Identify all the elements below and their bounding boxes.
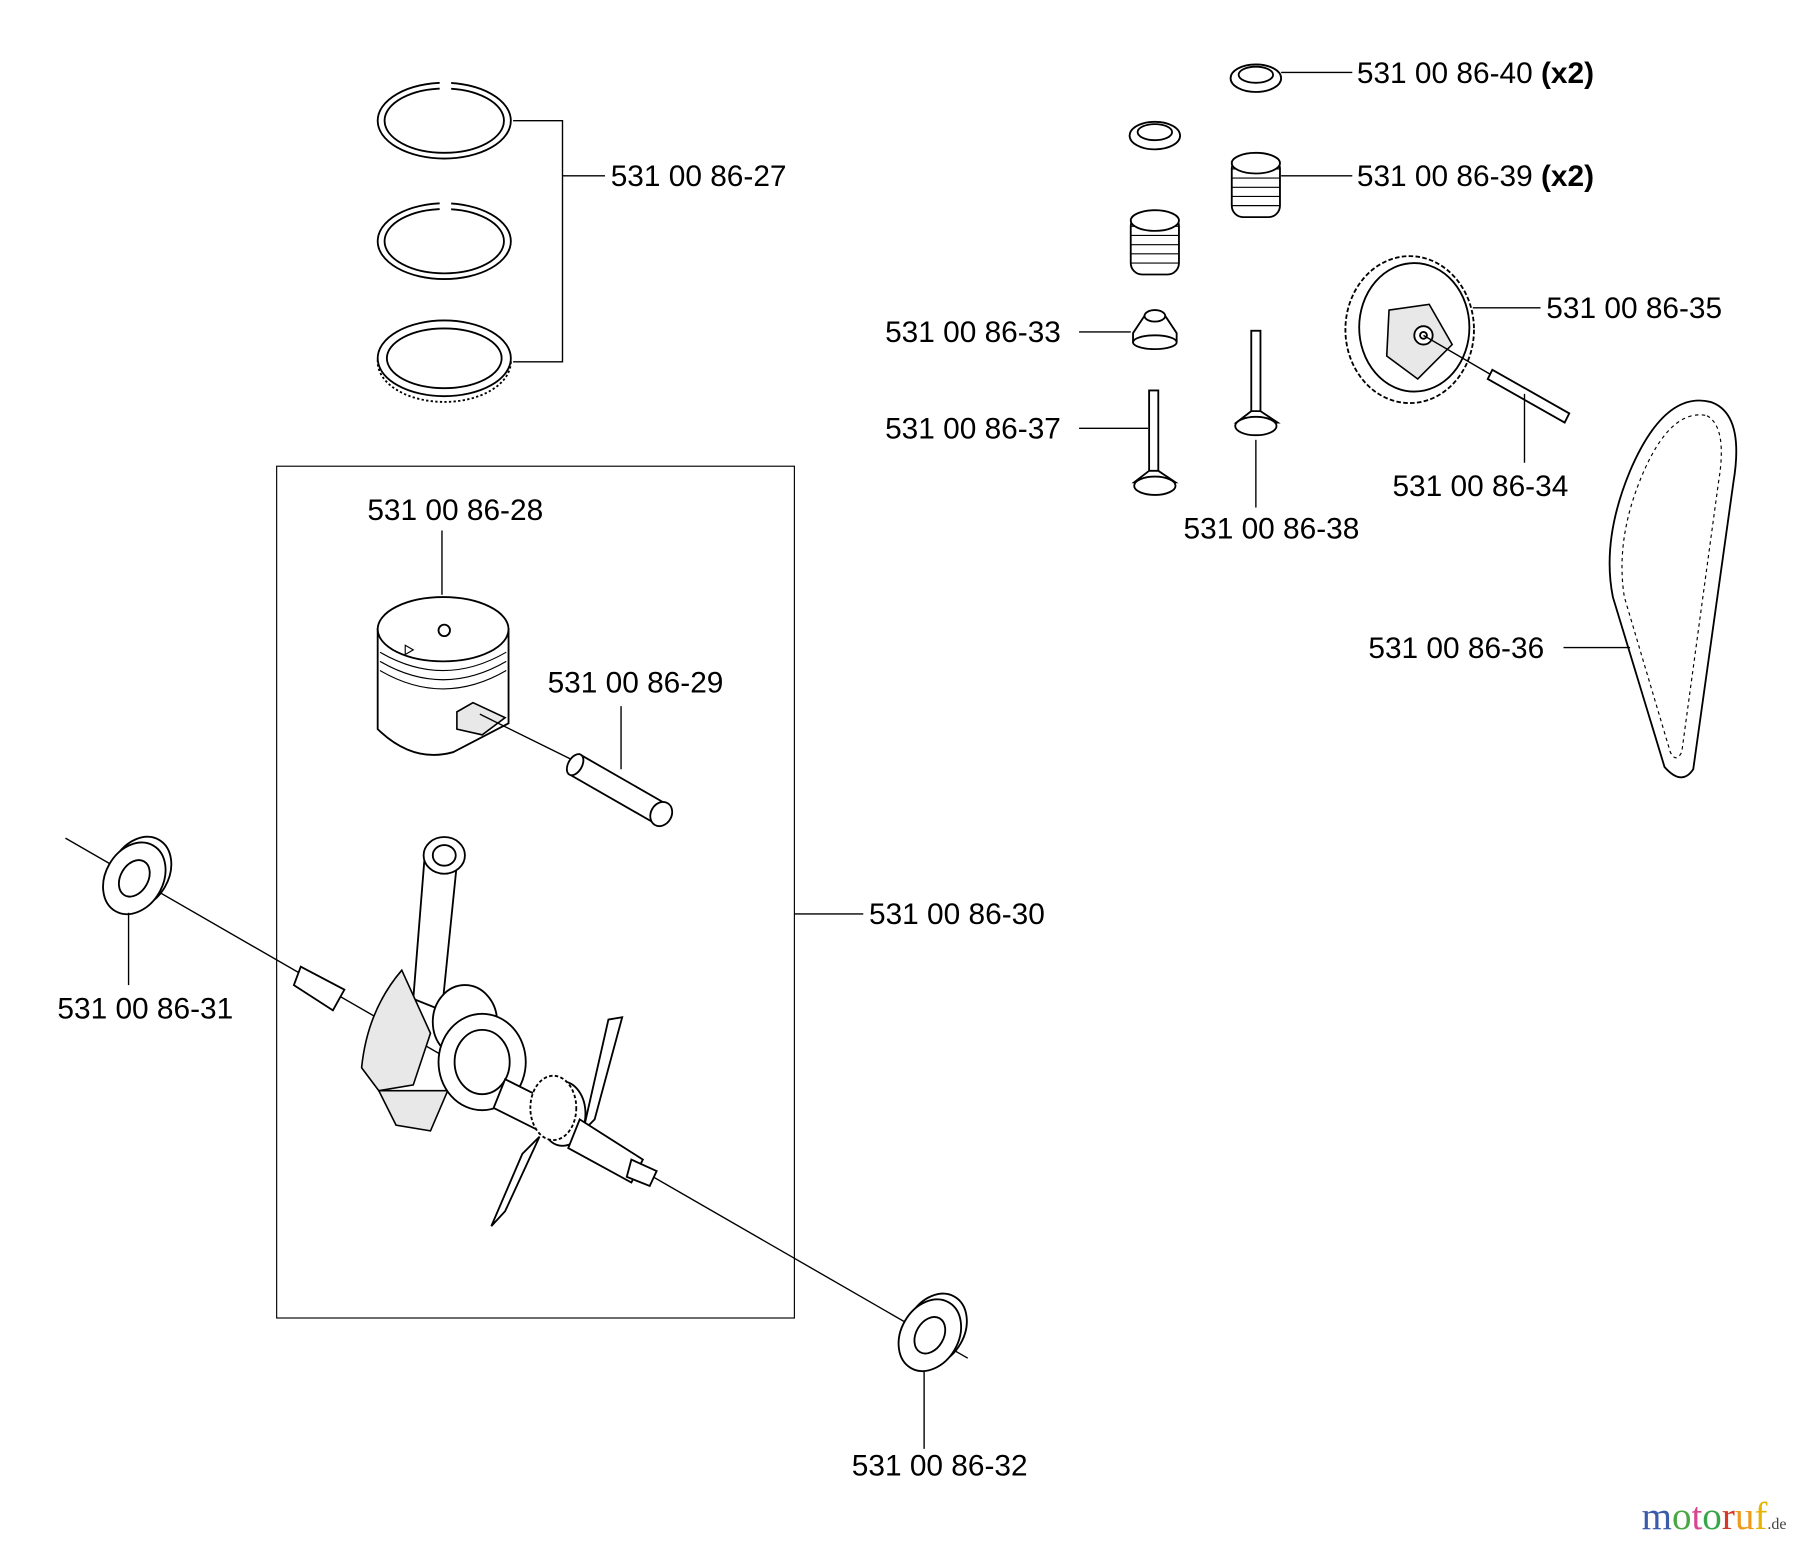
piston-pin [565,753,674,828]
piston-rings [376,78,512,403]
cam-gear [1344,255,1475,404]
rings-leader [513,119,605,363]
piston [376,596,510,756]
crankshaft-assembly-box [276,465,795,1319]
valve-exhaust [1233,329,1281,437]
part-label-crankshaft-assembly: 531 00 86-30 [869,898,1045,931]
part-label-seal-right: 531 00 86-32 [852,1449,1028,1482]
part-label-cam-pin: 531 00 86-34 [1392,470,1568,503]
valve-intake [1131,389,1179,496]
part-label-piston: 531 00 86-28 [367,494,543,527]
part-label-timing-belt: 531 00 86-36 [1368,632,1544,665]
part-label-rings: 531 00 86-27 [611,160,787,193]
part-label-valve-exhaust: 531 00 86-38 [1184,513,1360,546]
part-label-spring-retainer: 531 00 86-40 (x2) [1357,57,1594,90]
motoruf-logo: motoruf.de [1642,1495,1787,1538]
part-label-seal-left: 531 00 86-31 [57,992,233,1025]
crankshaft [292,836,658,1227]
timing-belt [1608,399,1738,779]
part-label-cam-gear: 531 00 86-35 [1546,292,1722,325]
part-label-valve-intake: 531 00 86-37 [885,413,1061,446]
seal-left [102,835,173,916]
cam-pin [1423,334,1571,424]
part-label-valve-seal: 531 00 86-33 [885,316,1061,349]
spring-retainer [1128,63,1283,151]
part-label-piston-pin: 531 00 86-29 [548,666,724,699]
valve-springs [1129,151,1281,276]
valve-seal [1132,309,1178,351]
seal-right [897,1292,968,1372]
part-label-valve-spring: 531 00 86-39 (x2) [1357,160,1594,193]
